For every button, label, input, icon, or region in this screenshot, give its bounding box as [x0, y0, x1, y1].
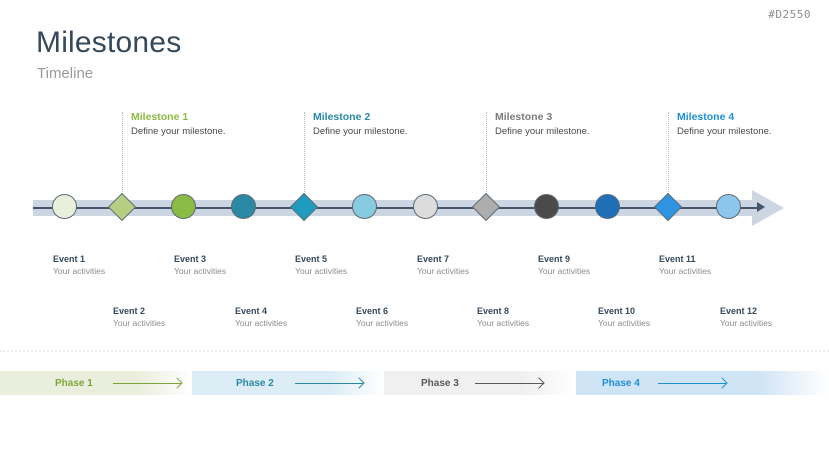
event-item-bottom-3[interactable]: Event 6 Your activities	[356, 305, 466, 329]
section-divider	[0, 350, 829, 352]
milestone-description: Define your milestone.	[677, 126, 772, 137]
phase-segment-2[interactable]: Phase 2	[192, 371, 384, 395]
event-item-bottom-6[interactable]: Event 12 Your activities	[720, 305, 829, 329]
phase-arrow-icon	[475, 377, 545, 389]
milestone-title: Milestone 3	[495, 111, 553, 123]
event-title: Event 4	[235, 306, 268, 316]
event-item-top-4[interactable]: Event 7 Your activities	[417, 253, 527, 277]
timeline-diamond-marker-8[interactable]	[471, 192, 501, 222]
phase-arrow-shaft	[113, 383, 181, 384]
event-title: Event 9	[538, 254, 571, 264]
event-subtitle: Your activities	[417, 266, 470, 276]
phase-arrow-head	[716, 377, 728, 389]
timeline-circle-marker-10[interactable]	[594, 194, 620, 219]
phase-bar: Phase 1 Phase 2 Phase 3 Phase 4	[0, 371, 829, 395]
milestone-connector-line-2	[304, 112, 305, 204]
phase-arrow-icon	[658, 377, 728, 389]
event-subtitle: Your activities	[598, 318, 651, 328]
phase-arrow-head	[533, 377, 545, 389]
page-subtitle: Timeline	[37, 65, 94, 82]
milestone-title: Milestone 4	[677, 111, 735, 123]
document-id: #D2550	[768, 8, 811, 21]
page-title: Milestones	[36, 26, 182, 59]
event-subtitle: Your activities	[53, 266, 106, 276]
phase-label: Phase 1	[55, 377, 93, 389]
event-item-bottom-4[interactable]: Event 8 Your activities	[477, 305, 587, 329]
milestone-callout-4[interactable]: Milestone 4 Define your milestone.	[677, 110, 797, 139]
phase-label: Phase 2	[236, 377, 274, 389]
phase-label: Phase 3	[421, 377, 459, 389]
phase-arrow-shaft	[295, 383, 363, 384]
event-title: Event 10	[598, 306, 636, 316]
milestone-title: Milestone 1	[131, 111, 189, 123]
event-subtitle: Your activities	[477, 318, 530, 328]
milestone-connector-line-1	[122, 112, 123, 204]
event-item-bottom-2[interactable]: Event 4 Your activities	[235, 305, 345, 329]
milestone-description: Define your milestone.	[131, 126, 226, 137]
phase-segment-4[interactable]: Phase 4	[576, 371, 829, 395]
milestone-description: Define your milestone.	[313, 126, 408, 137]
timeline-circle-marker-1[interactable]	[51, 194, 77, 219]
milestone-callout-3[interactable]: Milestone 3 Define your milestone.	[495, 110, 615, 139]
milestone-description: Define your milestone.	[495, 126, 590, 137]
timeline-axis-line	[33, 207, 759, 209]
timeline-diamond-marker-11[interactable]	[653, 192, 683, 222]
milestone-connector-line-3	[486, 112, 487, 204]
event-subtitle: Your activities	[174, 266, 227, 276]
milestone-connector-line-4	[668, 112, 669, 204]
event-subtitle: Your activities	[538, 266, 591, 276]
event-title: Event 12	[720, 306, 758, 316]
phase-label: Phase 4	[602, 377, 640, 389]
timeline-circle-marker-4[interactable]	[230, 194, 256, 219]
event-title: Event 5	[295, 254, 328, 264]
timeline-diamond-marker-2[interactable]	[107, 192, 137, 222]
event-subtitle: Your activities	[113, 318, 166, 328]
event-item-top-1[interactable]: Event 1 Your activities	[53, 253, 163, 277]
event-item-top-2[interactable]: Event 3 Your activities	[174, 253, 284, 277]
timeline-diamond-marker-5[interactable]	[289, 192, 319, 222]
phase-arrow-shaft	[658, 383, 726, 384]
phase-arrow-icon	[295, 377, 365, 389]
milestone-callout-1[interactable]: Milestone 1 Define your milestone.	[131, 110, 251, 139]
event-item-top-6[interactable]: Event 11 Your activities	[659, 253, 769, 277]
event-title: Event 2	[113, 306, 146, 316]
event-item-top-3[interactable]: Event 5 Your activities	[295, 253, 405, 277]
phase-arrow-head	[171, 377, 183, 389]
event-item-bottom-1[interactable]: Event 2 Your activities	[113, 305, 223, 329]
phase-segment-3[interactable]: Phase 3	[384, 371, 576, 395]
event-title: Event 3	[174, 254, 207, 264]
milestone-title: Milestone 2	[313, 111, 371, 123]
event-title: Event 8	[477, 306, 510, 316]
timeline-circle-marker-9[interactable]	[533, 194, 559, 219]
milestone-callout-2[interactable]: Milestone 2 Define your milestone.	[313, 110, 433, 139]
event-item-top-5[interactable]: Event 9 Your activities	[538, 253, 648, 277]
timeline-arrow-tip-icon	[757, 202, 765, 212]
event-subtitle: Your activities	[659, 266, 712, 276]
timeline-circle-marker-12[interactable]	[715, 194, 741, 219]
event-subtitle: Your activities	[720, 318, 773, 328]
event-title: Event 1	[53, 254, 86, 264]
timeline-circle-marker-3[interactable]	[170, 194, 196, 219]
event-subtitle: Your activities	[295, 266, 348, 276]
event-subtitle: Your activities	[356, 318, 409, 328]
phase-segment-1[interactable]: Phase 1	[0, 371, 192, 395]
timeline-circle-marker-7[interactable]	[412, 194, 438, 219]
timeline-circle-marker-6[interactable]	[351, 194, 377, 219]
event-title: Event 6	[356, 306, 389, 316]
phase-arrow-icon	[113, 377, 183, 389]
event-subtitle: Your activities	[235, 318, 288, 328]
phase-arrow-head	[353, 377, 365, 389]
event-title: Event 11	[659, 254, 696, 264]
event-title: Event 7	[417, 254, 450, 264]
event-item-bottom-5[interactable]: Event 10 Your activities	[598, 305, 708, 329]
phase-arrow-shaft	[475, 383, 543, 384]
